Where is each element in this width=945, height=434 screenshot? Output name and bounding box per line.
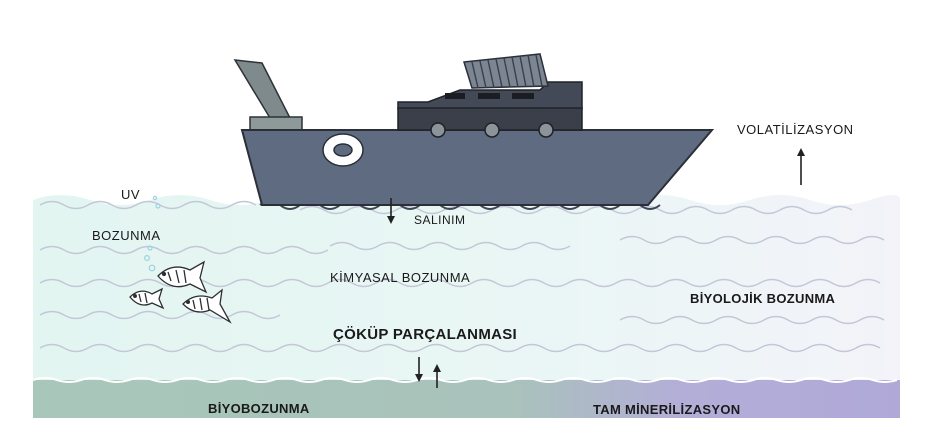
seabed [33, 380, 900, 418]
label-cokup-parcalanmasi: ÇÖKÜP PARÇALANMASI [333, 326, 518, 343]
label-kimyasal-bozunma: KİMYASAL BOZUNMA [330, 270, 471, 285]
label-tam-minerilizasyon: TAM MİNERİLİZASYON [593, 402, 741, 417]
ship-icon [233, 53, 715, 206]
label-biyobozunma: BİYOBOZUNMA [208, 401, 310, 416]
uv-bubbles-icon [144, 195, 161, 272]
label-volatilizasyon: VOLATİLİZASYON [737, 122, 854, 137]
water-body [33, 195, 900, 380]
label-bozunma: BOZUNMA [92, 228, 161, 243]
label-salinim: SALINIM [414, 213, 466, 227]
label-uv: UV [121, 187, 141, 202]
seabed-edge [32, 377, 898, 383]
label-biyolojik-bozunma: BİYOLOJİK BOZUNMA [690, 291, 836, 306]
fish-icon [129, 260, 232, 324]
